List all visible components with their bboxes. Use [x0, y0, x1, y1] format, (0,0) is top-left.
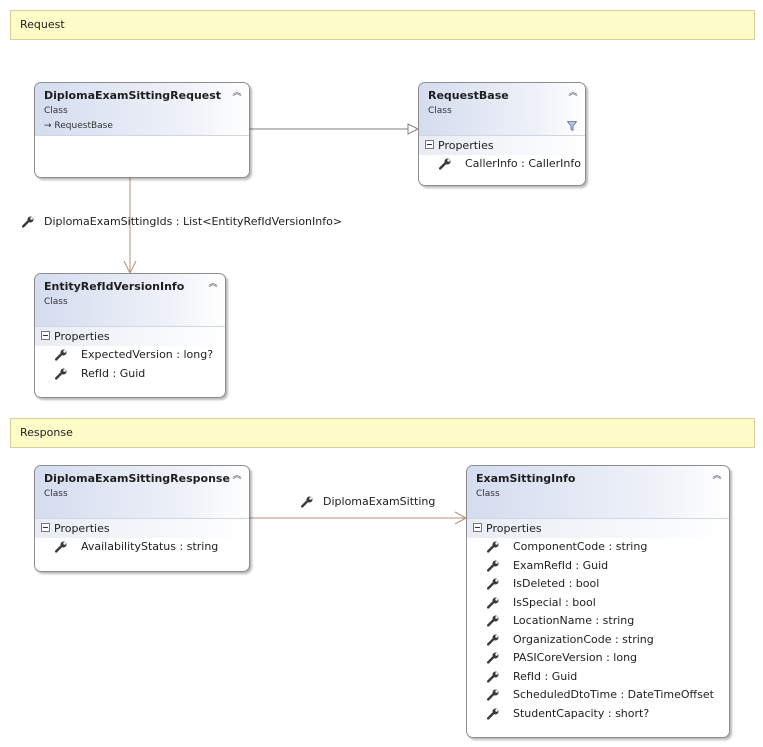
wrench-icon	[487, 560, 499, 572]
properties-section-header[interactable]: Properties	[35, 519, 249, 538]
property-text: CallerInfo : CallerInfo	[465, 157, 581, 170]
property-row[interactable]: ScheduledDtoTime : DateTimeOffset	[467, 686, 729, 705]
properties-section-label: Properties	[486, 522, 542, 535]
properties-section-header[interactable]: Properties	[419, 136, 585, 155]
class-kind: Class	[44, 297, 68, 307]
wrench-icon	[487, 634, 499, 646]
wrench-icon	[487, 578, 499, 590]
wrench-icon	[55, 349, 67, 361]
wrench-icon	[487, 615, 499, 627]
class-name: RequestBase	[428, 89, 509, 102]
property-row[interactable]: ExpectedVersion : long?	[35, 346, 225, 365]
double-chevron-up-icon[interactable]: ︽	[232, 88, 242, 98]
class-name: DiplomaExamSittingRequest	[44, 89, 222, 102]
double-chevron-up-icon[interactable]: ︽	[568, 88, 578, 98]
response-section-label: Response	[20, 426, 73, 439]
class-exam-sitting-info[interactable]: ExamSittingInfo Class ︽ Properties Compo…	[466, 465, 730, 738]
property-row[interactable]: AvailabilityStatus : string	[35, 538, 249, 557]
class-kind: Class	[476, 489, 500, 499]
properties-section-label: Properties	[54, 522, 110, 535]
inheritance-arrowhead	[407, 123, 420, 135]
wrench-icon	[487, 652, 499, 664]
class-kind: Class	[44, 106, 68, 116]
property-row[interactable]: PASICoreVersion : long	[467, 649, 729, 668]
property-row[interactable]: RefId : Guid	[35, 365, 225, 384]
collapse-section-icon[interactable]	[41, 523, 50, 532]
wrench-icon	[55, 368, 67, 380]
arrow-right-icon: →	[44, 121, 52, 131]
property-row[interactable]: IsDeleted : bool	[467, 575, 729, 594]
wrench-icon	[487, 671, 499, 683]
class-kind: Class	[44, 489, 68, 499]
class-diploma-exam-sitting-request[interactable]: DiplomaExamSittingRequest Class → Reques…	[34, 82, 250, 178]
association-text: DiplomaExamSittingIds : List<EntityRefId…	[44, 215, 343, 228]
property-row[interactable]: RefId : Guid	[467, 668, 729, 687]
collapse-section-icon[interactable]	[425, 140, 434, 149]
class-name: DiplomaExamSittingResponse	[44, 472, 230, 485]
class-header: RequestBase Class ︽	[419, 83, 585, 136]
properties-section-header[interactable]: Properties	[467, 519, 729, 538]
wrench-icon	[487, 689, 499, 701]
class-name: EntityRefIdVersionInfo	[44, 280, 185, 293]
property-row[interactable]: OrganizationCode : string	[467, 631, 729, 650]
property-row[interactable]: ExamRefId : Guid	[467, 557, 729, 576]
class-header: ExamSittingInfo Class ︽	[467, 466, 729, 519]
class-entity-ref-id-version-info[interactable]: EntityRefIdVersionInfo Class ︽ Propertie…	[34, 273, 226, 398]
wrench-icon	[487, 597, 499, 609]
property-row[interactable]: ComponentCode : string	[467, 538, 729, 557]
property-text: RefId : Guid	[513, 669, 578, 683]
request-section-banner: Request	[10, 10, 755, 40]
class-kind: Class	[428, 106, 452, 116]
class-request-base[interactable]: RequestBase Class ︽ Properties CallerInf…	[418, 82, 586, 186]
properties-section-label: Properties	[438, 139, 494, 152]
sitting-association-label[interactable]: DiplomaExamSitting	[301, 495, 451, 511]
double-chevron-up-icon[interactable]: ︽	[712, 471, 722, 481]
property-text: ExamRefId : Guid	[513, 558, 609, 572]
association-text: DiplomaExamSitting	[323, 495, 436, 508]
double-chevron-up-icon[interactable]: ︽	[208, 279, 218, 289]
property-text: IsSpecial : bool	[513, 595, 596, 609]
property-row[interactable]: CallerInfo : CallerInfo	[419, 155, 585, 174]
property-text: IsDeleted : bool	[513, 577, 600, 590]
class-diploma-exam-sitting-response[interactable]: DiplomaExamSittingResponse Class ︽ Prope…	[34, 465, 250, 572]
property-text: ScheduledDtoTime : DateTimeOffset	[513, 688, 714, 701]
class-header: DiplomaExamSittingResponse Class ︽	[35, 466, 249, 519]
collapse-section-icon[interactable]	[473, 523, 482, 532]
properties-section-header[interactable]: Properties	[35, 327, 225, 346]
property-text: ExpectedVersion : long?	[81, 348, 214, 361]
class-header: EntityRefIdVersionInfo Class ︽	[35, 274, 225, 327]
property-text: PASICoreVersion : long	[513, 651, 638, 664]
property-text: OrganizationCode : string	[513, 632, 654, 646]
wrench-icon	[301, 496, 313, 508]
wrench-icon	[55, 541, 67, 553]
wrench-icon	[487, 541, 499, 553]
wrench-icon	[22, 216, 34, 228]
property-text: ComponentCode : string	[513, 540, 648, 553]
property-text: StudentCapacity : short?	[513, 706, 650, 720]
wrench-icon	[487, 708, 499, 720]
property-row[interactable]: IsSpecial : bool	[467, 594, 729, 613]
filter-icon	[567, 121, 577, 131]
property-text: RefId : Guid	[81, 366, 146, 380]
double-chevron-up-icon[interactable]: ︽	[232, 471, 242, 481]
base-class-name: RequestBase	[54, 121, 113, 131]
properties-section-label: Properties	[54, 330, 110, 343]
response-section-banner: Response	[10, 418, 755, 448]
property-row[interactable]: StudentCapacity : short?	[467, 705, 729, 724]
class-name: ExamSittingInfo	[476, 472, 576, 485]
request-section-label: Request	[20, 18, 65, 31]
ids-association-label[interactable]: DiplomaExamSittingIds : List<EntityRefId…	[22, 215, 342, 231]
property-text: LocationName : string	[513, 614, 635, 627]
class-inheritance: → RequestBase	[44, 121, 113, 131]
wrench-icon	[439, 158, 451, 170]
collapse-section-icon[interactable]	[41, 331, 50, 340]
property-text: AvailabilityStatus : string	[81, 540, 219, 553]
class-header: DiplomaExamSittingRequest Class → Reques…	[35, 83, 249, 136]
property-row[interactable]: LocationName : string	[467, 612, 729, 631]
